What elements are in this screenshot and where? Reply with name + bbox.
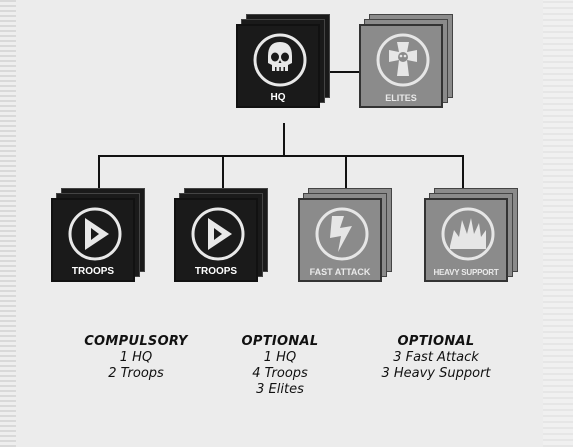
requirement-line: 4 Troops (252, 366, 308, 381)
requirement-line: 3 Elites (256, 382, 304, 397)
troops-1-label: TROOPS (71, 266, 115, 277)
card-front: HQ (236, 24, 320, 108)
elites-label: ELITES (385, 93, 417, 103)
hq-card: HQ (236, 14, 330, 108)
skull-icon (253, 33, 307, 87)
elites-card: ELITES (359, 14, 453, 108)
requirement-heading: OPTIONAL (397, 334, 475, 349)
requirement-line: 1 HQ (263, 350, 297, 365)
branch-drop-troops-2 (222, 155, 224, 190)
branch-drop-troops-1 (98, 155, 100, 190)
branch-horizontal-connector (98, 155, 464, 157)
explosion-icon (441, 207, 495, 261)
play-triangle-icon (68, 207, 122, 261)
requirement-line: 2 Troops (108, 366, 164, 381)
card-front: ELITES (359, 24, 443, 108)
card-front: TROOPS (51, 198, 135, 282)
requirement-line: 3 Heavy Support (381, 366, 491, 381)
troops-card-1: TROOPS (51, 188, 145, 282)
requirement-block-3: OPTIONAL 3 Fast Attack 3 Heavy Support (366, 334, 506, 382)
hq-elites-connector (325, 71, 363, 73)
play-triangle-icon (191, 207, 245, 261)
cross-skull-icon (376, 33, 430, 87)
heavy-support-label: HEAVY SUPPORT (433, 268, 499, 277)
card-front: HEAVY SUPPORT (424, 198, 508, 282)
card-front: FAST ATTACK (298, 198, 382, 282)
right-edge-texture (543, 0, 573, 447)
troops-2-label: TROOPS (194, 266, 238, 277)
requirement-heading: COMPULSORY (84, 334, 188, 349)
lightning-bolt-icon (315, 207, 369, 261)
requirement-block-2: OPTIONAL 1 HQ 4 Troops 3 Elites (230, 334, 330, 398)
left-edge-texture (0, 0, 16, 447)
requirement-block-1: COMPULSORY 1 HQ 2 Troops (76, 334, 196, 382)
heavy-support-card: HEAVY SUPPORT (424, 188, 518, 282)
requirement-line: 1 HQ (119, 350, 153, 365)
card-front: TROOPS (174, 198, 258, 282)
requirement-line: 3 Fast Attack (393, 350, 479, 365)
troops-card-2: TROOPS (174, 188, 268, 282)
fast-attack-label: FAST ATTACK (309, 267, 371, 277)
branch-drop-fast-attack (345, 155, 347, 190)
requirement-heading: OPTIONAL (241, 334, 319, 349)
fast-attack-card: FAST ATTACK (298, 188, 392, 282)
hq-label: HQ (270, 92, 286, 103)
branch-drop-heavy-support (462, 155, 464, 190)
hq-down-connector (283, 123, 285, 156)
